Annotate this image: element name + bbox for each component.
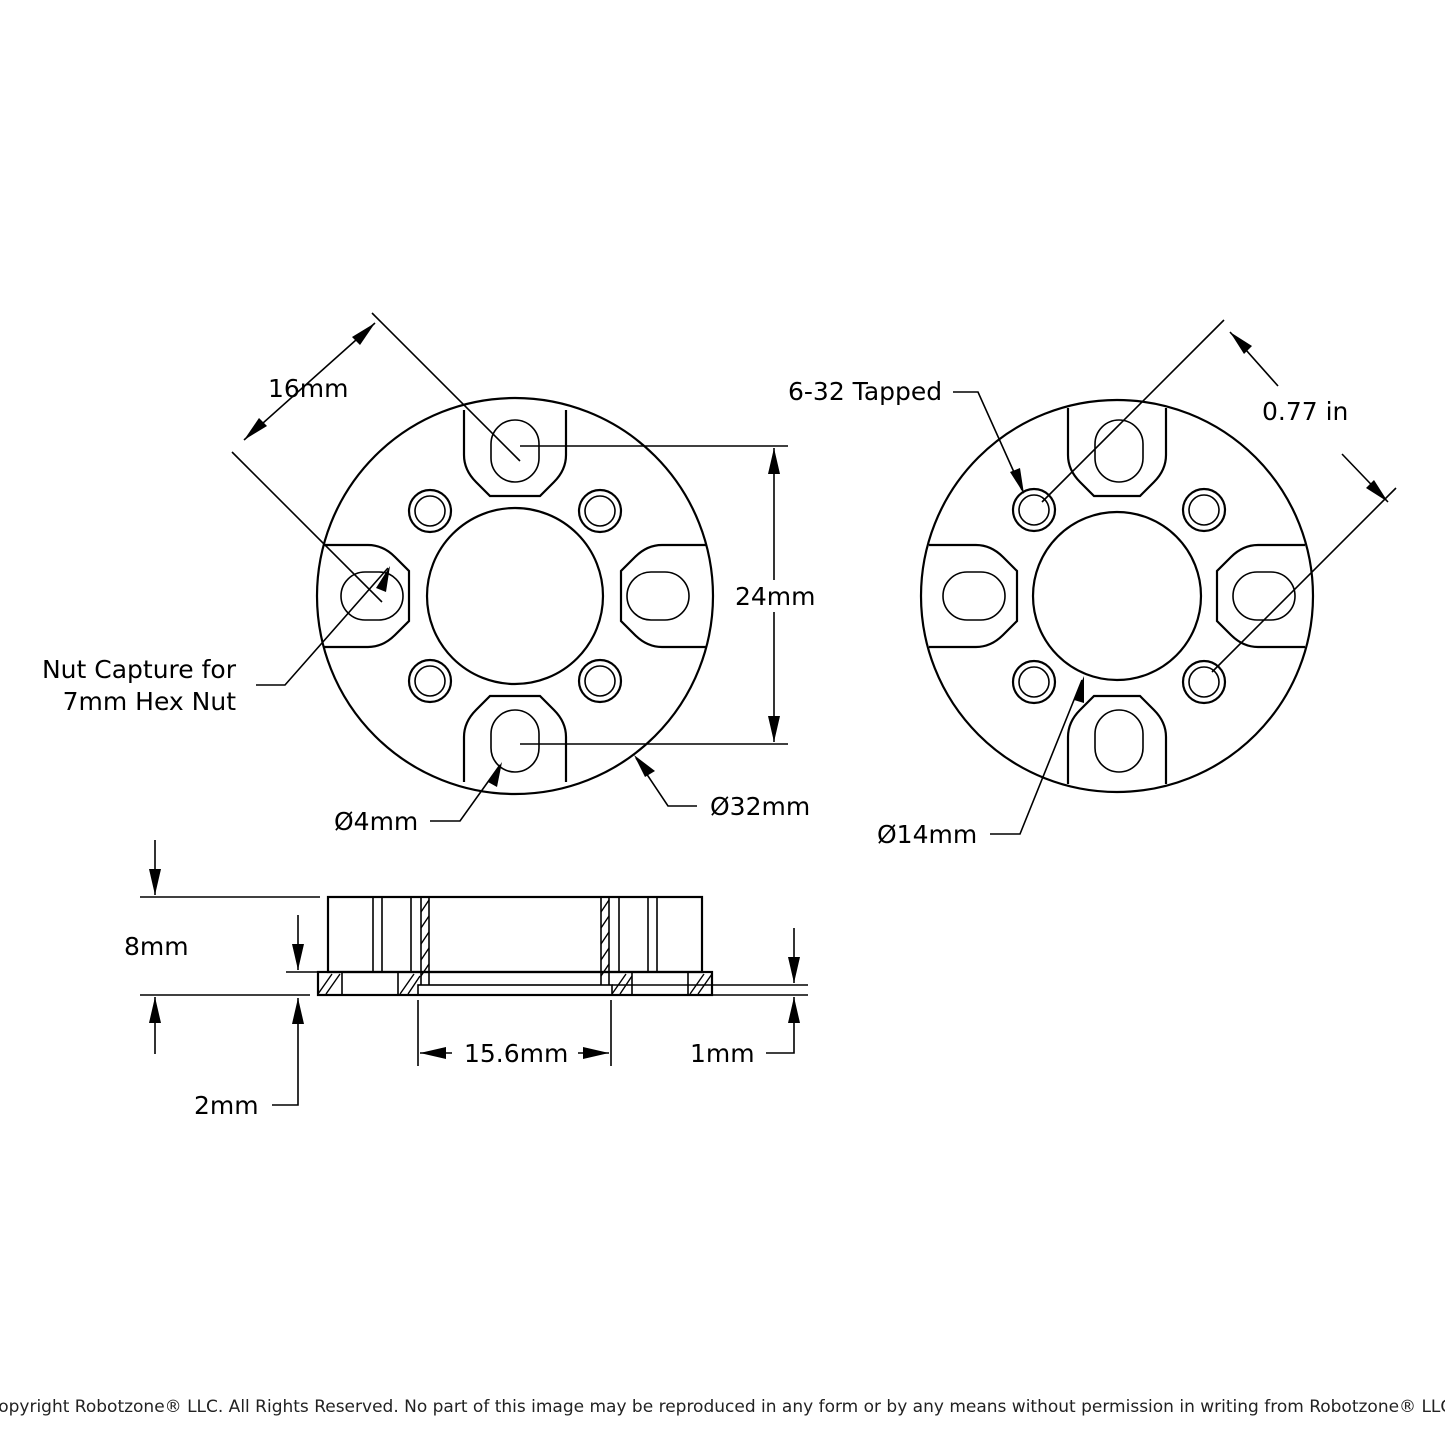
leader-32mm xyxy=(634,755,697,807)
label-6-32-tapped: 6-32 Tapped xyxy=(788,377,942,406)
left-bottom-slot xyxy=(490,709,540,773)
right-left-slot xyxy=(942,571,1006,621)
label-14mm: Ø14mm xyxy=(877,820,977,849)
right-right-slot xyxy=(1232,571,1296,621)
dim-24mm xyxy=(520,445,788,745)
label-32mm: Ø32mm xyxy=(710,792,810,821)
left-left-pocket xyxy=(323,543,411,649)
label-4mm: Ø4mm xyxy=(334,807,418,836)
right-right-pocket xyxy=(1215,543,1305,649)
left-hub-outer-circle xyxy=(315,396,715,796)
dim-8mm xyxy=(140,840,320,1054)
left-bottom-pocket xyxy=(462,694,568,782)
left-bolt-holes xyxy=(407,488,623,704)
right-bottom-slot xyxy=(1094,709,1144,773)
leader-14mm xyxy=(990,676,1084,835)
dim-16mm xyxy=(231,312,521,603)
right-left-pocket xyxy=(929,543,1019,649)
side-hub-body xyxy=(326,895,704,974)
right-top-slot xyxy=(1094,419,1144,483)
side-view xyxy=(316,895,714,997)
right-hub-back-view xyxy=(919,398,1315,794)
right-hub-center-bore xyxy=(1031,510,1203,682)
left-hub-front-view xyxy=(315,396,715,796)
right-hub-outer-circle xyxy=(919,398,1315,794)
label-0-77-in: 0.77 in xyxy=(1262,397,1348,426)
left-top-slot xyxy=(490,419,540,483)
leader-4mm xyxy=(430,762,502,822)
label-nut-capture-line2: 7mm Hex Nut xyxy=(63,687,237,716)
side-bore-recess xyxy=(417,984,613,996)
left-hub-center-bore xyxy=(425,506,605,686)
right-bottom-pocket xyxy=(1066,694,1168,784)
dim-15-6mm xyxy=(417,1000,612,1066)
label-nut-capture-line1: Nut Capture for xyxy=(42,655,237,684)
side-flange xyxy=(316,970,714,997)
label-1mm: 1mm xyxy=(690,1039,755,1068)
copyright-notice: Copyright Robotzone® LLC. All Rights Res… xyxy=(0,1397,1445,1417)
right-top-pocket xyxy=(1066,408,1168,498)
label-16mm: 16mm xyxy=(268,374,349,403)
right-tapped-holes xyxy=(1011,487,1227,705)
label-15-6mm: 15.6mm xyxy=(464,1039,568,1068)
dim-0-77-in xyxy=(1041,319,1397,673)
left-right-slot xyxy=(626,571,690,621)
label-8mm: 8mm xyxy=(124,932,189,961)
dim-2mm xyxy=(272,915,318,1106)
left-top-pocket xyxy=(462,410,568,498)
label-2mm: 2mm xyxy=(194,1091,259,1120)
label-24mm: 24mm xyxy=(735,582,816,611)
left-right-pocket xyxy=(619,543,707,649)
leader-nut-capture xyxy=(256,566,390,686)
side-hatching xyxy=(317,899,713,995)
left-left-slot xyxy=(340,571,404,621)
leader-6-32-tapped xyxy=(953,391,1024,494)
dim-1mm xyxy=(712,928,808,1054)
